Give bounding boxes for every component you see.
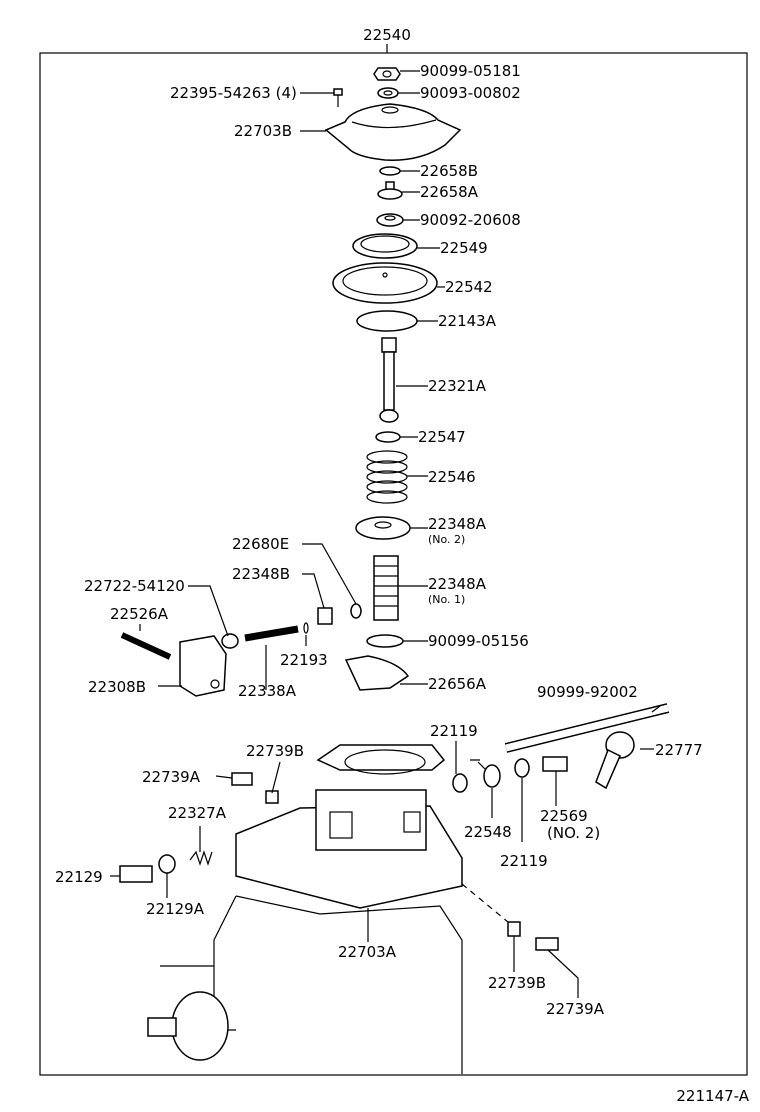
gear-no2-part bbox=[355, 516, 411, 540]
clip-part bbox=[303, 622, 309, 634]
label-22321A: 22321A bbox=[428, 377, 487, 395]
leader-lines bbox=[110, 70, 661, 998]
plug-22739A-bot-part bbox=[535, 937, 559, 951]
label-22777: 22777 bbox=[655, 741, 703, 759]
block-part bbox=[179, 635, 227, 697]
plug-22129-part bbox=[119, 865, 153, 883]
label-no2: (No. 2) bbox=[428, 533, 465, 546]
label-22656A: 22656A bbox=[428, 675, 487, 693]
label-22338A: 22338A bbox=[238, 682, 297, 700]
o-ring-part bbox=[379, 166, 401, 176]
label-22129: 22129 bbox=[55, 868, 103, 886]
pump-body-part bbox=[150, 895, 463, 1074]
diagram-frame bbox=[39, 52, 748, 1076]
label-22526A: 22526A bbox=[110, 605, 169, 623]
snap-ring-part bbox=[350, 603, 362, 619]
pump-drive-part bbox=[147, 991, 229, 1061]
label-90092-20608: 90092-20608 bbox=[420, 211, 521, 229]
dashed-leader bbox=[461, 883, 509, 923]
shaft-part bbox=[379, 337, 399, 423]
label-22739A-bottom: 22739A bbox=[546, 1000, 605, 1018]
plug-22739A-top-part bbox=[231, 772, 253, 786]
label-22542: 22542 bbox=[445, 278, 493, 296]
bush-part bbox=[221, 633, 239, 649]
label-22549: 22549 bbox=[440, 239, 488, 257]
gasket-22129A-part bbox=[158, 854, 176, 874]
label-22680E: 22680E bbox=[232, 535, 289, 553]
spring-22327A-part bbox=[189, 850, 213, 866]
washer-22119-left-part bbox=[452, 773, 468, 793]
label-22193: 22193 bbox=[280, 651, 328, 669]
plate-part bbox=[352, 233, 418, 259]
housing-part bbox=[235, 744, 463, 909]
plate-22548-part bbox=[483, 764, 501, 788]
label-22569: 22569 bbox=[540, 807, 588, 825]
label-22348B: 22348B bbox=[232, 565, 290, 583]
lever-part bbox=[344, 655, 410, 691]
label-22327A: 22327A bbox=[168, 804, 227, 822]
label-22143A: 22143A bbox=[438, 312, 497, 330]
label-22703A: 22703A bbox=[338, 943, 397, 961]
collar-part bbox=[317, 607, 333, 625]
screw-part bbox=[333, 88, 343, 107]
nut-part-2 bbox=[376, 213, 404, 227]
label-top-assembly: 22540 bbox=[363, 26, 411, 44]
diaphragm-cover-part bbox=[324, 103, 462, 161]
label-no1: (No. 1) bbox=[428, 593, 465, 606]
gear-no1-part bbox=[373, 555, 399, 621]
label-22722-54120: 22722-54120 bbox=[84, 577, 185, 595]
label-90999-92002: 90999-92002 bbox=[537, 683, 638, 701]
label-22739B-bottom: 22739B bbox=[488, 974, 546, 992]
label-22658B: 22658B bbox=[420, 162, 478, 180]
label-22348A-no2: 22348A bbox=[428, 515, 487, 533]
label-22119-top: 22119 bbox=[430, 722, 478, 740]
label-22308B: 22308B bbox=[88, 678, 146, 696]
plug-22739B-bot-part bbox=[507, 921, 521, 937]
label-90099-05181: 90099-05181 bbox=[420, 62, 521, 80]
bearing-part bbox=[366, 634, 404, 648]
label-22548: 22548 bbox=[464, 823, 512, 841]
pin-part bbox=[120, 632, 172, 660]
washer-part bbox=[377, 87, 399, 99]
rod-part bbox=[244, 625, 299, 642]
label-22547: 22547 bbox=[418, 428, 466, 446]
valve-part bbox=[377, 181, 403, 200]
label-22395-54263: 22395-54263 (4) bbox=[170, 84, 297, 102]
label-22119-bottom: 22119 bbox=[500, 852, 548, 870]
spring-part bbox=[366, 450, 408, 504]
label-22546: 22546 bbox=[428, 468, 476, 486]
retainer-part bbox=[356, 310, 418, 332]
figure-code: 221147-A bbox=[676, 1087, 749, 1105]
diaphragm-part bbox=[332, 262, 438, 304]
washer-22119-right-part bbox=[514, 758, 530, 778]
label-22739A-top: 22739A bbox=[142, 768, 201, 786]
lever-arm-part bbox=[595, 731, 635, 790]
label-90099-05156: 90099-05156 bbox=[428, 632, 529, 650]
label-22703B: 22703B bbox=[234, 122, 292, 140]
label-22739B-top: 22739B bbox=[246, 742, 304, 760]
label-no2-caps: (NO. 2) bbox=[547, 824, 600, 842]
nut-part bbox=[373, 67, 401, 81]
label-22348A-no1: 22348A bbox=[428, 575, 487, 593]
label-22658A: 22658A bbox=[420, 183, 479, 201]
label-22129A: 22129A bbox=[146, 900, 205, 918]
bolt-22569-part bbox=[542, 756, 568, 772]
label-90093-00802: 90093-00802 bbox=[420, 84, 521, 102]
washer-part-2 bbox=[375, 431, 401, 443]
